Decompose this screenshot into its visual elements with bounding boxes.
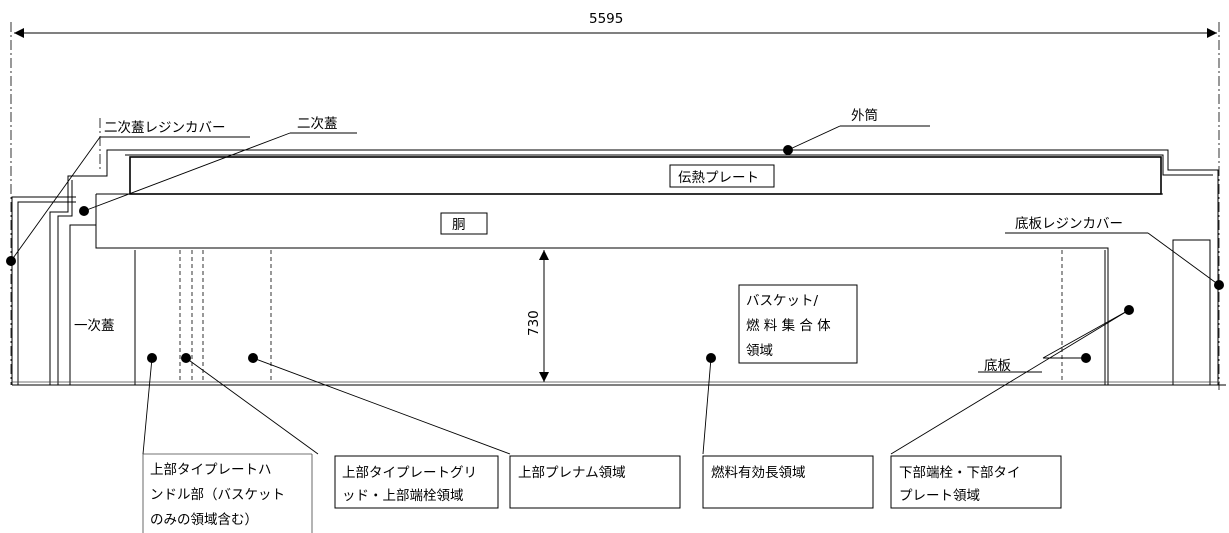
svg-text:のみの領域含む）: のみの領域含む） <box>150 511 258 528</box>
overall-length-dimension: 5595 <box>10 11 1220 390</box>
bottom-plate-label: 底板 <box>984 358 1012 374</box>
callout-secondary-lid-resin-cover: 二次蓋レジンカバー <box>6 118 250 266</box>
svg-text:領域: 領域 <box>746 342 773 359</box>
callout-outer-shell: 外筒 <box>783 107 930 155</box>
cavity-height-dimension: 730 <box>526 250 549 382</box>
svg-text:燃料有効長領域: 燃料有効長領域 <box>711 464 806 481</box>
svg-text:外筒: 外筒 <box>851 107 878 124</box>
body-label: 胴 <box>440 212 488 235</box>
callout-fuel-effective-length: 燃料有効長領域 <box>702 353 874 509</box>
svg-text:伝熱プレート: 伝熱プレート <box>678 170 759 186</box>
svg-text:上部タイプレートハ: 上部タイプレートハ <box>150 462 272 478</box>
svg-text:二次蓋: 二次蓋 <box>297 116 338 132</box>
callout-lower-end-plug: 下部端栓・下部タイ プレート領域 <box>890 305 1134 509</box>
svg-text:燃 料 集 合 体: 燃 料 集 合 体 <box>746 317 831 334</box>
svg-text:底板レジンカバー: 底板レジンカバー <box>1015 216 1123 232</box>
region-boundaries <box>179 250 1063 382</box>
primary-lid-label: 一次蓋 <box>74 318 115 334</box>
svg-text:胴: 胴 <box>452 217 466 233</box>
svg-text:プレート領域: プレート領域 <box>899 487 980 504</box>
callout-upper-tie-plate-handle: 上部タイプレートハ ンドル部（バスケット のみの領域含む） <box>142 353 313 533</box>
cavity-height-value: 730 <box>526 310 542 336</box>
svg-text:バスケット/: バスケット/ <box>746 293 818 309</box>
svg-text:上部プレナム領域: 上部プレナム領域 <box>518 464 626 481</box>
callout-upper-tie-plate-grid: 上部タイプレートグリ ッド・上部端栓領域 <box>181 353 499 509</box>
callout-secondary-lid: 二次蓋 <box>79 116 357 216</box>
svg-text:ッド・上部端栓領域: ッド・上部端栓領域 <box>342 487 464 504</box>
heat-transfer-plate-label: 伝熱プレート <box>669 164 775 188</box>
overall-length-value: 5595 <box>589 11 623 27</box>
svg-text:ンドル部（バスケット: ンドル部（バスケット <box>150 487 285 503</box>
cask-outline <box>11 149 1226 386</box>
callout-upper-plenum: 上部プレナム領域 <box>248 353 681 509</box>
basket-fuel-region-label: バスケット/ 燃 料 集 合 体 領域 <box>738 284 858 364</box>
svg-text:二次蓋レジンカバー: 二次蓋レジンカバー <box>104 120 226 136</box>
callout-bottom-plate-resin-cover: 底板レジンカバー <box>1005 216 1224 290</box>
svg-text:上部タイプレートグリ: 上部タイプレートグリ <box>342 465 477 481</box>
svg-text:下部端栓・下部タイ: 下部端栓・下部タイ <box>899 465 1021 481</box>
